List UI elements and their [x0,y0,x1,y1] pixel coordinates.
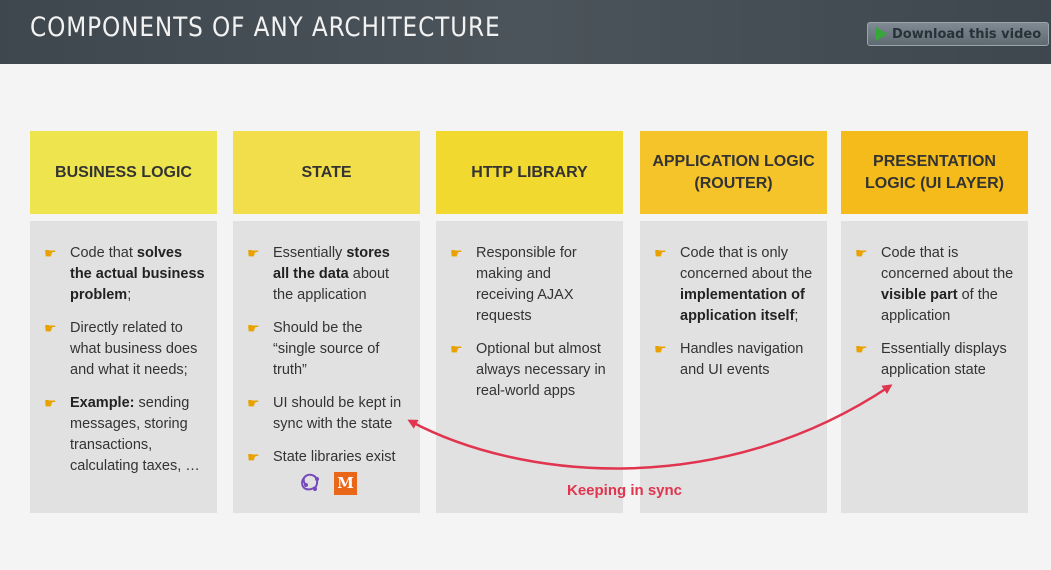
pointing-hand-icon: ☛ [450,341,463,357]
bullet-list: ☛ Essentially stores all the data about t… [233,221,420,468]
bullet-text-bold: implementation of application itself [680,287,805,324]
bullet-text: ; [794,308,799,324]
bullet-item: ☛ Should be the “single source of truth” [247,318,408,381]
column-body: ☛ Essentially stores all the data about t… [233,221,420,513]
redux-icon [301,473,319,491]
bullet-list: ☛ Code that is only concerned about the i… [640,221,827,381]
sync-label: Keeping in sync [567,482,683,499]
bullet-text: ; [127,287,132,303]
bullet-item: ☛ UI should be kept in sync with the stat… [247,393,408,435]
column-heading: PRESENTATION LOGIC (UI LAYER) [841,131,1028,214]
bullet-text: Optional but almost always necessary in … [476,341,606,399]
bullet-item: ☛ Handles navigation and UI events [654,339,815,381]
column-body: ☛ Code that is only concerned about the i… [640,221,827,513]
bullet-text: of the application [881,287,998,324]
bullet-text: State libraries exist [273,449,396,465]
bullet-list: ☛ Code that solves the actual business pr… [30,221,217,477]
bullet-item: ☛ Code that is only concerned about the i… [654,243,815,327]
bullet-item: ☛ Code that is concerned about the visibl… [855,243,1016,327]
bullet-text: UI should be kept in sync with the state [273,395,402,432]
header-bar: COMPONENTS OF ANY ARCHITECTURE Download … [0,0,1051,64]
column-heading: HTTP LIBRARY [436,131,623,214]
bullet-text: Code that [70,245,137,261]
bullet-text: Code that is only concerned about the [680,245,813,282]
column-body: ☛ Responsible for making and receiving AJ… [436,221,623,513]
bullet-text: Handles navigation and UI events [680,341,804,378]
pointing-hand-icon: ☛ [855,341,868,357]
column-body: ☛ Code that is concerned about the visibl… [841,221,1028,513]
pointing-hand-icon: ☛ [44,395,57,411]
download-video-button[interactable]: Download this video [867,22,1049,46]
bullet-text-bold: stores all the data [273,245,390,282]
bullet-item: ☛ Example: sending messages, storing tran… [44,393,205,477]
pointing-hand-icon: ☛ [44,245,57,261]
bullet-text: Essentially [273,245,347,261]
bullet-item: ☛ Optional but almost always necessary in… [450,339,611,402]
mobx-icon: M [334,471,357,495]
bullet-item: ☛ Responsible for making and receiving AJ… [450,243,611,327]
pointing-hand-icon: ☛ [247,245,260,261]
bullet-text-bold: solves the actual business problem [70,245,205,303]
bullet-list: ☛ Responsible for making and receiving AJ… [436,221,623,402]
bullet-text: Should be the “single source of truth” [273,320,380,378]
bullet-text: Directly related to what business does a… [70,320,198,378]
download-video-label: Download this video [892,26,1042,42]
page-title: COMPONENTS OF ANY ARCHITECTURE [30,12,501,43]
play-icon [876,27,887,41]
pointing-hand-icon: ☛ [247,449,260,465]
pointing-hand-icon: ☛ [855,245,868,261]
bullet-item: ☛ Essentially displays application state [855,339,1016,381]
bullet-text-bold: Example: [70,395,135,411]
column-body: ☛ Code that solves the actual business pr… [30,221,217,513]
bullet-item: ☛ State libraries exist [247,447,408,468]
column-heading: BUSINESS LOGIC [30,131,217,214]
state-library-icons: M [298,470,357,496]
pointing-hand-icon: ☛ [247,320,260,336]
bullet-text: about the application [273,266,390,303]
pointing-hand-icon: ☛ [247,395,260,411]
bullet-text: Code that is concerned about the [881,245,1014,282]
pointing-hand-icon: ☛ [654,245,667,261]
pointing-hand-icon: ☛ [44,320,57,336]
pointing-hand-icon: ☛ [450,245,463,261]
bullet-text: Responsible for making and receiving AJA… [476,245,577,324]
column-heading: STATE [233,131,420,214]
bullet-text: Essentially displays application state [881,341,1007,378]
bullet-item: ☛ Essentially stores all the data about t… [247,243,408,306]
bullet-item: ☛ Code that solves the actual business pr… [44,243,205,306]
pointing-hand-icon: ☛ [654,341,667,357]
bullet-text: sending messages, storing transactions, … [70,395,200,474]
bullet-item: ☛ Directly related to what business does … [44,318,205,381]
column-heading: APPLICATION LOGIC (ROUTER) [640,131,827,214]
bullet-list: ☛ Code that is concerned about the visibl… [841,221,1028,381]
bullet-text-bold: visible part [881,287,958,303]
